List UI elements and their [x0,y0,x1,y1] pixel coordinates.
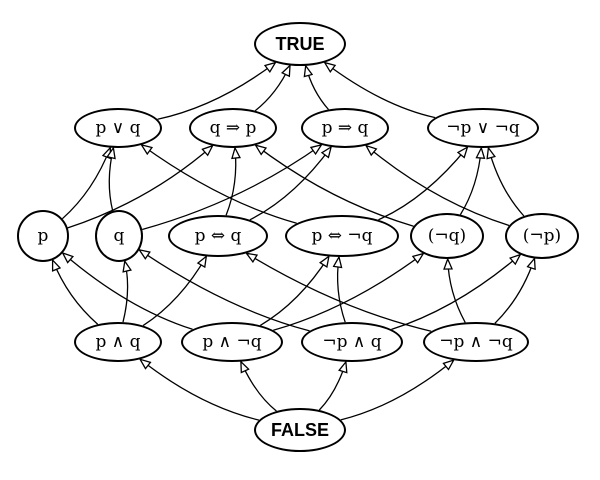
edge-xor-to-nand [378,147,467,221]
edge-np_and_q-to-np [391,255,521,331]
edge-nand-to-true [325,63,436,119]
edge-q-to-p_imp_q [142,145,321,231]
edge-p-to-q_imp_p [67,146,213,229]
node-not-p: (¬p) [505,213,579,259]
node-not-p-and-q: ¬p ∧ q [301,322,403,362]
edge-p_and_nq-to-xor [259,256,329,326]
edge-p_and_nq-to-nq [273,254,423,331]
edge-np-to-nand [488,148,525,217]
node-p-iff-not-q: p ⇔ ¬q [285,215,399,257]
edge-np-to-p_imp_q [366,146,510,227]
edge-false-to-p_and_nq [241,362,277,412]
edge-nor-to-np [494,259,535,324]
edge-false-to-and [140,359,260,421]
node-p: p [17,210,69,262]
edge-np_and_q-to-xor [338,257,346,323]
edge-and-to-q [123,261,128,323]
edge-q_imp_p-to-true [254,66,290,112]
edge-p_imp_q-to-true [306,66,329,110]
edge-np_and_q-to-q [139,250,310,332]
edge-xor-to-or [142,145,297,224]
edge-iff-to-q_imp_p [225,148,236,216]
node-p-or-q: p ∨ q [74,108,162,148]
edge-iff-to-p_imp_q [249,147,331,221]
edge-nor-to-iff [246,253,432,332]
edge-false-to-np_and_q [318,362,346,411]
node-not-p-and-not-q: ¬p ∧ ¬q [423,322,529,362]
node-p-iff-q: p ⇔ q [168,215,268,257]
edge-and-to-p [53,260,99,325]
edge-and-to-iff [142,256,206,327]
node-true: TRUE [254,22,346,66]
edge-q-to-or [109,148,113,212]
edge-nor-to-nq [448,259,466,323]
edge-or-to-true [157,63,276,120]
edge-p-to-or [61,148,110,220]
edge-nq-to-nand [459,148,481,215]
node-q: q [95,210,143,262]
edge-nq-to-q_imp_p [256,145,414,227]
node-p-implies-q: p ⇒ q [301,108,389,148]
node-false: FALSE [254,408,346,452]
node-p-and-q: p ∧ q [74,322,162,362]
edge-false-to-nor [340,360,454,421]
node-not-q: (¬q) [410,213,484,259]
edge-p_and_nq-to-p [63,253,193,330]
node-not-p-or-not-q: ¬p ∨ ¬q [427,108,539,148]
node-p-and-not-q: p ∧ ¬q [181,322,283,362]
node-q-implies-p: q ⇒ p [189,108,277,148]
